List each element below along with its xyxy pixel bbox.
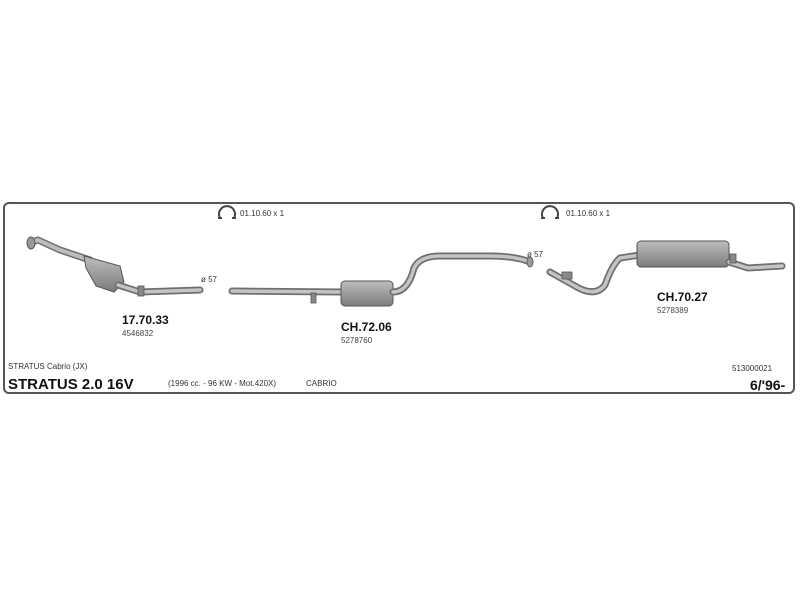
part-code: CH.72.06 — [341, 320, 392, 334]
diameter-label: ø 57 — [201, 275, 218, 284]
part-number: 4546832 — [122, 329, 154, 338]
vehicle-variant: STRATUS Cabrio (JX) — [8, 362, 88, 371]
clamp-label: 01.10.60 x 1 — [566, 209, 611, 218]
body-type: CABRIO — [306, 379, 337, 388]
part-code: 17.70.33 — [122, 313, 169, 327]
engine-spec: (1996 cc. - 96 KW - Mot.420X) — [168, 379, 277, 388]
clamp-icon — [541, 205, 559, 219]
part-number: 5278760 — [341, 336, 373, 345]
vehicle-model: STRATUS 2.0 16V — [8, 376, 134, 393]
clamp-label: 01.10.60 x 1 — [240, 209, 285, 218]
rear-pipe-muffler — [546, 240, 786, 296]
clamp-icon — [218, 205, 236, 219]
catalog-id: 513000021 — [732, 364, 773, 373]
middle-pipe-muffler — [228, 252, 534, 307]
production-date: 6/'96- — [750, 377, 786, 393]
front-pipe-catalyst — [26, 236, 204, 297]
diagram-panel — [3, 202, 795, 394]
part-code: CH.70.27 — [657, 290, 708, 304]
diameter-label: ø 57 — [527, 250, 544, 259]
part-number: 5278389 — [657, 306, 689, 315]
